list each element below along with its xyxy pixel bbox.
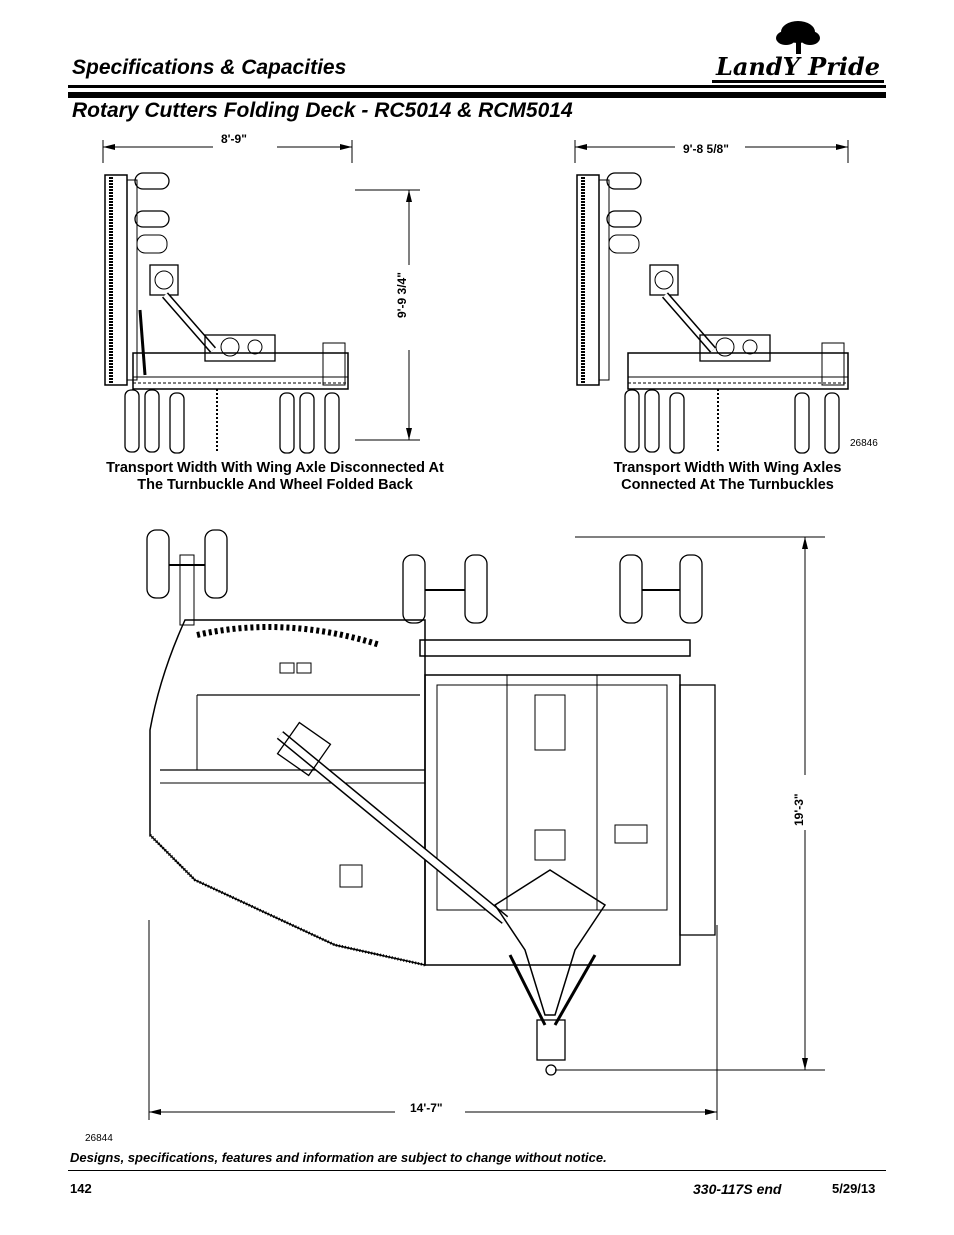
left-width-dimension: 8'-9" (221, 132, 247, 146)
right-caption: Transport Width With Wing Axles Connecte… (575, 460, 880, 494)
header-rule-thick (68, 92, 886, 98)
header-rule (68, 85, 886, 88)
bottom-figure-number: 26844 (85, 1133, 113, 1144)
right-figure-number: 26846 (850, 438, 878, 449)
left-height-dimension: 9'-9 3/4" (395, 272, 409, 318)
page-title: Rotary Cutters Folding Deck - RC5014 & R… (72, 99, 573, 122)
right-width-dimension: 9'-8 5/8" (683, 142, 729, 156)
document-id: 330-117S end (693, 1181, 782, 1197)
left-caption-line2: The Turnbuckle And Wheel Folded Back (137, 477, 413, 493)
overall-width-dimension: 14'-7" (410, 1101, 443, 1115)
footer-rule (68, 1170, 886, 1171)
landpride-logo (712, 21, 884, 83)
document-date: 5/29/13 (832, 1181, 876, 1196)
right-transport-drawing (574, 140, 849, 454)
brand-logo-text: LandY Pride (716, 52, 881, 81)
top-view-drawing (146, 529, 825, 1120)
right-caption-line2: Connected At The Turnbuckles (621, 477, 834, 493)
left-caption: Transport Width With Wing Axle Disconnec… (70, 460, 480, 494)
left-transport-drawing (102, 140, 420, 454)
right-caption-line1: Transport Width With Wing Axles (613, 460, 842, 476)
length-dimension: 19'-3" (792, 793, 806, 826)
left-caption-line1: Transport Width With Wing Axle Disconnec… (106, 460, 444, 476)
page-number: 142 (70, 1181, 92, 1196)
section-title: Specifications & Capacities (72, 56, 347, 79)
disclaimer: Designs, specifications, features and in… (70, 1150, 607, 1165)
